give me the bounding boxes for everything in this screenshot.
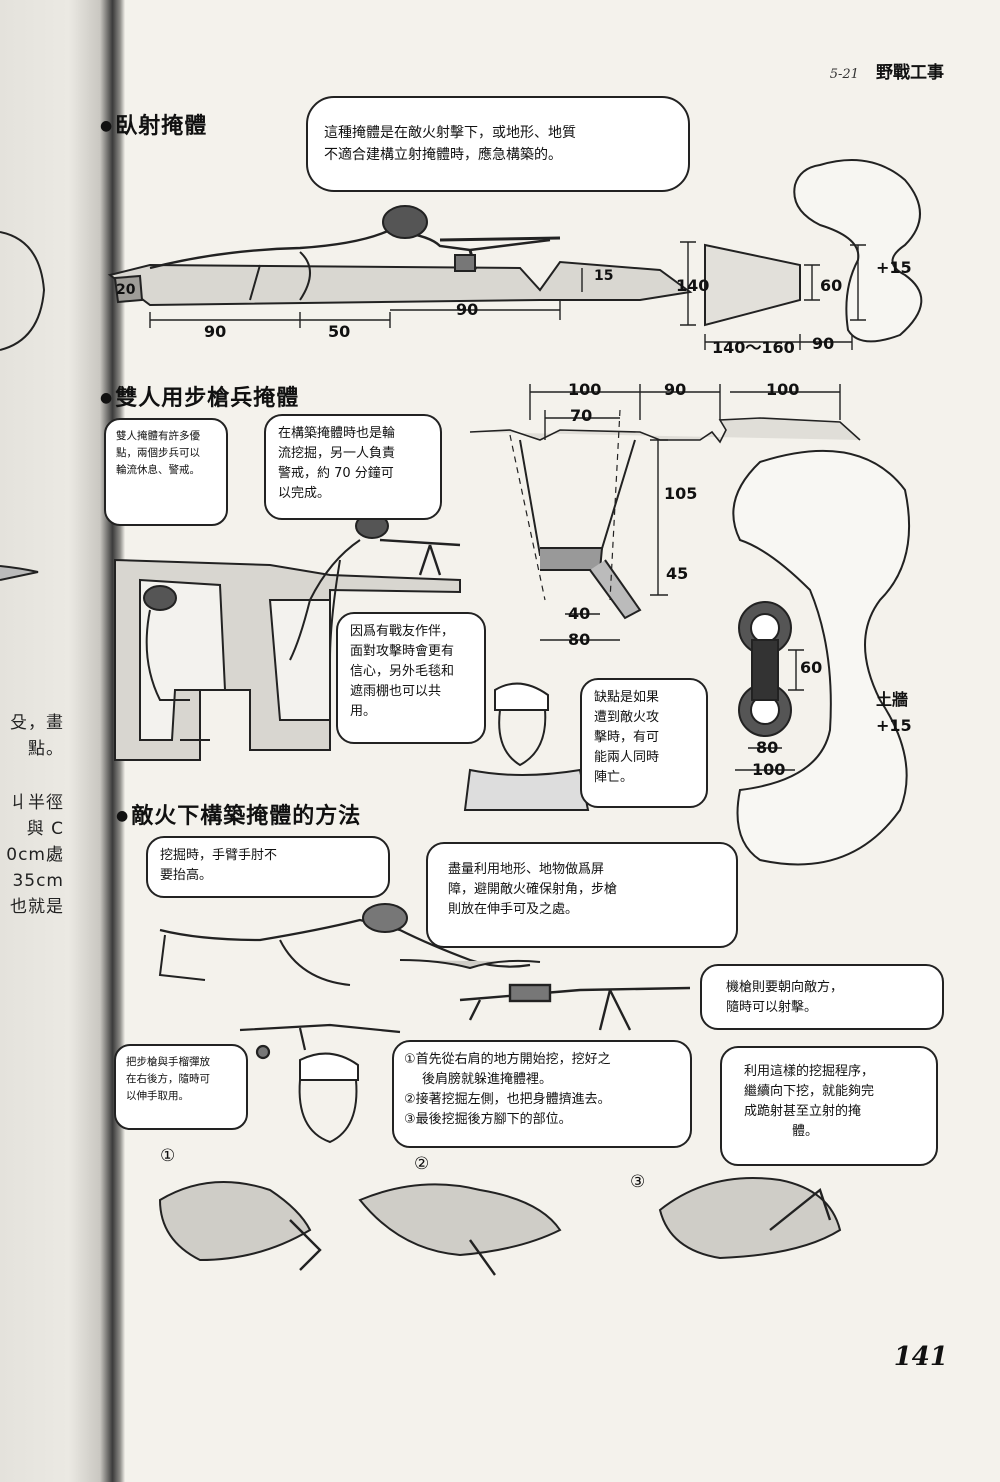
previous-page-text: 點。 bbox=[28, 739, 64, 759]
step-2-drawing bbox=[358, 1183, 562, 1276]
speech-bubble-terrain: 盡量利用地形、地物做爲屏 障，避開敵火確保射角，步槍 則放在伸手可及之處。 bbox=[426, 842, 738, 948]
machine-gun-drawing bbox=[459, 983, 691, 1031]
speech-bubble-advantages: 雙人掩體有許多優 點，兩個步兵可以 輪流休息、警戒。 bbox=[104, 418, 228, 526]
section-title-under-fire: 敵火下構築掩體的方法 bbox=[116, 798, 361, 830]
dim-section-60: 60 bbox=[820, 276, 843, 295]
prone-cross-section bbox=[680, 241, 853, 350]
parapet-label: 土牆 bbox=[876, 690, 909, 709]
speech-bubble-steps: ①首先從右肩的地方開始挖，挖好之 後肩膀就躲進掩體裡。 ②接著挖掘左側，也把身體… bbox=[392, 1040, 692, 1148]
dim-plan-60: 60 bbox=[800, 658, 823, 677]
dim-section-140: 140 bbox=[676, 276, 710, 295]
dim-depth-20: 20 bbox=[116, 282, 136, 298]
previous-page-text: 也就是 bbox=[10, 897, 64, 917]
step-1-drawing bbox=[158, 1181, 322, 1271]
dim-width-50: 50 bbox=[328, 322, 351, 341]
sergeant-character bbox=[463, 682, 590, 811]
previous-page-text: 殳，畫 bbox=[10, 713, 64, 733]
dim-height-15: 15 bbox=[594, 268, 614, 284]
speech-bubble-continue: 利用這樣的挖掘程序， 繼續向下挖，就能夠完 成跪射甚至立射的掩 體。 bbox=[720, 1046, 938, 1166]
previous-page-text: 35cm bbox=[12, 871, 64, 891]
prone-position-drawing bbox=[107, 205, 693, 307]
dim-inner-70: 70 bbox=[570, 406, 593, 425]
binding-gutter bbox=[0, 0, 125, 1482]
step-marker-2: ② bbox=[414, 1154, 430, 1174]
dim-bottom-80: 80 bbox=[568, 630, 591, 649]
page-number: 141 bbox=[893, 1342, 948, 1372]
dim-top-100a: 100 bbox=[568, 380, 602, 399]
speech-bubble-digging-turns: 在構築掩體時也是輪 流挖掘，另一人負責 警戒，約 70 分鐘可 以完成。 bbox=[264, 414, 442, 520]
rifle-drawing bbox=[239, 1023, 401, 1060]
speech-bubble-elbows: 挖掘時，手臂手肘不 要抬高。 bbox=[146, 836, 390, 898]
two-man-cutaway-drawing bbox=[114, 513, 461, 761]
section-title-two-man: 雙人用步槍兵掩體 bbox=[100, 380, 299, 412]
section-title-prone: 臥射掩體 bbox=[100, 108, 207, 140]
dim-section-90: 90 bbox=[812, 334, 835, 353]
previous-page-helmet-fragment bbox=[0, 565, 39, 581]
previous-page-bubble bbox=[0, 231, 46, 351]
dim-top-100b: 100 bbox=[766, 380, 800, 399]
dim-plan-100: 100 bbox=[752, 760, 786, 779]
dim-top-90: 90 bbox=[664, 380, 687, 399]
speech-bubble-machine-gun: 機槍則要朝向敵方， 隨時可以射擊。 bbox=[700, 964, 944, 1030]
running-head: 5-21 野戰工事 bbox=[830, 58, 944, 83]
two-man-trench-section bbox=[469, 384, 861, 641]
two-man-hole-plan bbox=[735, 601, 804, 771]
grinning-soldier-character bbox=[298, 1052, 359, 1144]
previous-page-text: 與 C bbox=[26, 819, 64, 839]
speech-bubble-companion: 因爲有戰友作伴， 面對攻擊時會更有 信心，另外毛毯和 遮雨棚也可以共 用。 bbox=[336, 612, 486, 744]
two-man-parapet-plan bbox=[732, 449, 911, 866]
dim-length-90: 90 bbox=[456, 300, 479, 319]
section-number: 5-21 bbox=[829, 67, 859, 82]
dim-plan-80: 80 bbox=[756, 738, 779, 757]
speech-bubble-prone: 這種掩體是在敵火射擊下，或地形、地質 不適合建構立射掩體時，應急構築的。 bbox=[306, 96, 690, 192]
speech-bubble-grenade: 把步槍與手榴彈放 在右後方，隨時可 以伸手取用。 bbox=[114, 1044, 248, 1130]
chapter-title: 野戰工事 bbox=[876, 63, 944, 83]
previous-page-text: 丩半徑 bbox=[10, 793, 64, 813]
dim-width-90: 90 bbox=[204, 322, 227, 341]
dim-depth-45: 45 bbox=[666, 564, 689, 583]
dim-depth-105: 105 bbox=[664, 484, 698, 503]
prone-dimension-lines bbox=[149, 268, 583, 328]
step-marker-3: ③ bbox=[630, 1172, 646, 1192]
dim-bottom-40: 40 bbox=[568, 604, 591, 623]
step-3-drawing bbox=[658, 1177, 842, 1260]
parapet-height: +15 bbox=[876, 716, 912, 735]
dim-parapet-15: +15 bbox=[876, 258, 912, 277]
dim-section-140-160: 140～160 bbox=[712, 338, 795, 357]
digging-soldier-drawing bbox=[158, 903, 541, 986]
speech-bubble-disadvantage: 缺點是如果 遭到敵火攻 擊時，有可 能兩人同時 陣亡。 bbox=[580, 678, 708, 808]
step-marker-1: ① bbox=[160, 1146, 176, 1166]
previous-page-text: 0cm處 bbox=[6, 845, 64, 865]
